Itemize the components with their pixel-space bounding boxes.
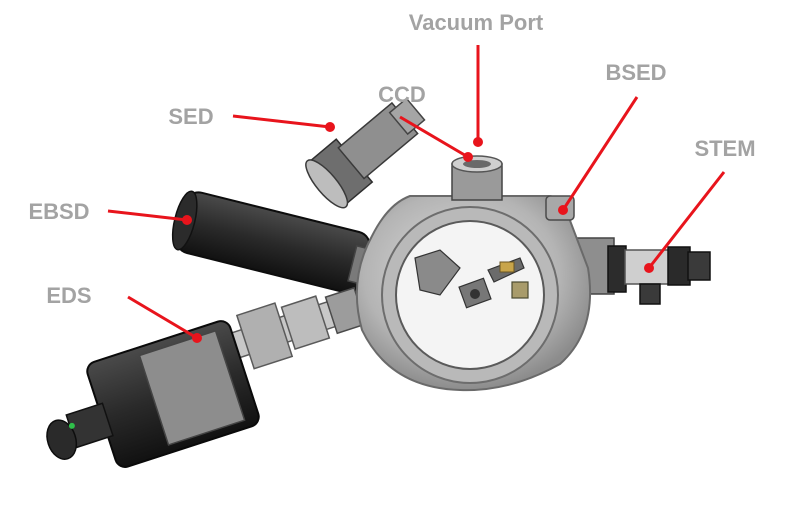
label-ebsd: EBSD	[28, 199, 89, 224]
ebsd-leader	[107, 209, 192, 225]
sed-leader	[232, 114, 335, 132]
bsed-leader	[558, 96, 639, 215]
chamber-ring	[355, 195, 592, 392]
label-vacuum-port: Vacuum Port	[409, 10, 544, 35]
ebsd-detector	[171, 190, 387, 294]
vacuum-port-leader	[473, 45, 483, 147]
eds-detector	[46, 286, 370, 468]
stem-leader	[644, 171, 726, 273]
sed-detector	[305, 97, 426, 209]
ccd-leader	[399, 115, 473, 162]
label-ccd: CCD	[378, 82, 426, 107]
leader-lines	[107, 45, 726, 343]
chamber-interior	[414, 249, 529, 309]
label-bsed: BSED	[605, 60, 666, 85]
label-eds: EDS	[46, 283, 91, 308]
vacuum-port	[451, 155, 503, 201]
label-stem: STEM	[694, 136, 755, 161]
label-sed: SED	[168, 104, 213, 129]
eds-leader	[127, 295, 202, 343]
